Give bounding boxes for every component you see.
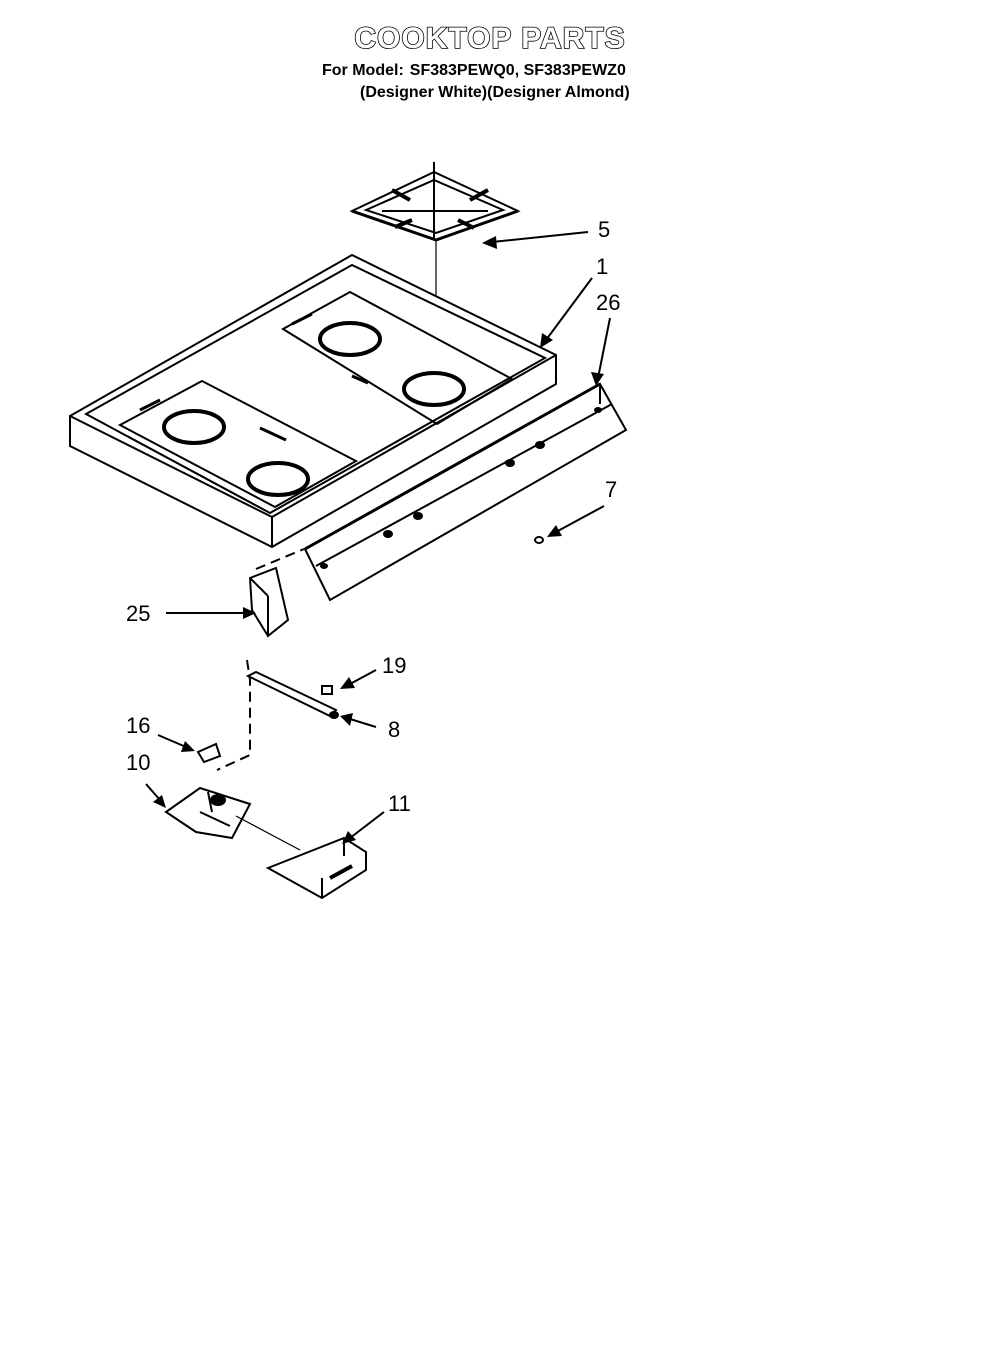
screw-part	[534, 536, 544, 544]
callout-16: 16	[126, 713, 150, 738]
callout-5: 5	[598, 217, 610, 242]
callout-19: 19	[382, 653, 406, 678]
bracket-rod	[245, 670, 339, 719]
callout-8: 8	[388, 717, 400, 742]
valve-bracket	[265, 836, 367, 900]
burner-grate	[349, 162, 521, 242]
clip-part	[196, 742, 222, 764]
manifold-panel	[303, 382, 628, 602]
callout-25: 25	[126, 601, 150, 626]
rod-guide-line	[216, 659, 251, 771]
leader-lines	[145, 231, 611, 844]
callout-26: 26	[596, 290, 620, 315]
model-label: For Model:	[322, 62, 404, 79]
valve-guide-line	[235, 815, 301, 851]
model-colors: (Designer White)(Designer Almond)	[360, 84, 630, 101]
callout-7: 7	[605, 477, 617, 502]
panel-guide-line	[255, 548, 305, 570]
end-bracket	[248, 566, 290, 638]
main-cooktop	[69, 253, 557, 549]
page-header: COOKTOP PARTS For Model: SF383PEWQ0, SF38…	[0, 0, 1000, 110]
model-line: For Model: SF383PEWQ0, SF383PEWZ0	[322, 62, 626, 80]
model-numbers: SF383PEWQ0, SF383PEWZ0	[409, 62, 626, 79]
callout-11: 11	[388, 791, 411, 816]
page-title: COOKTOP PARTS	[354, 21, 626, 56]
callout-1: 1	[596, 254, 608, 279]
valve-assembly	[164, 786, 252, 840]
callout-10: 10	[126, 750, 150, 775]
